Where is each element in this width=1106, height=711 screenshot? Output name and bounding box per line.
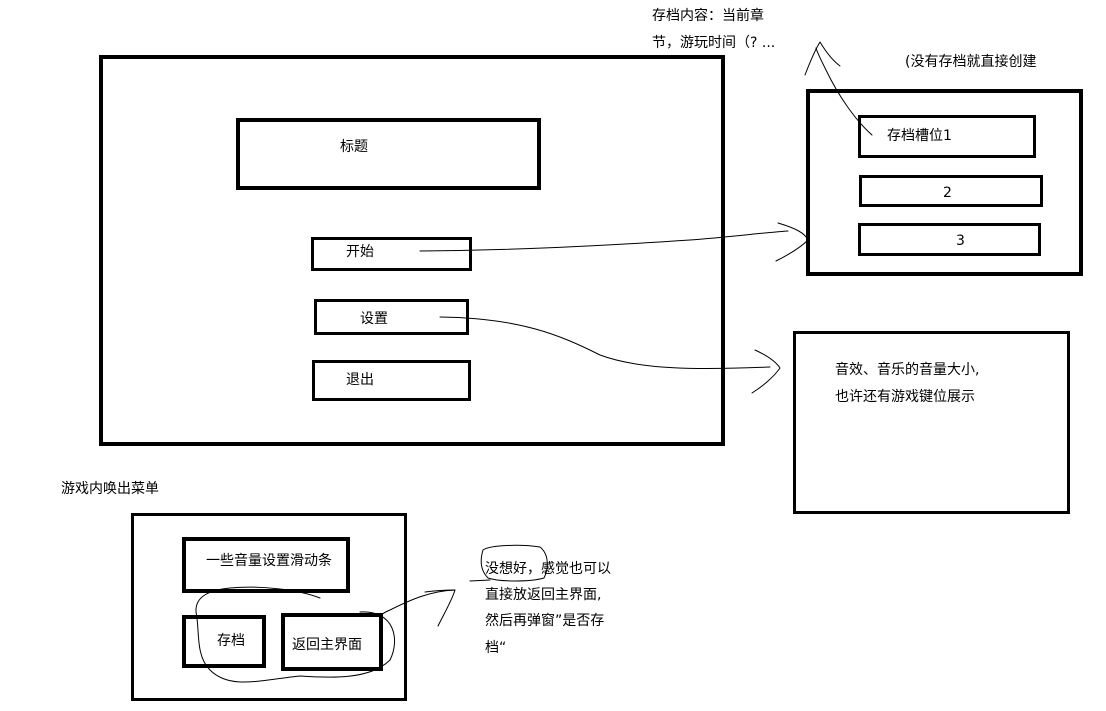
settings-panel [793,331,1070,514]
note-underline [469,579,491,582]
save-slot-1[interactable] [858,115,1036,158]
ingame-menu-heading: 游戏内唤出菜单 [61,481,159,497]
start-button[interactable] [311,237,472,271]
exit-button-label: 退出 [346,372,374,388]
settings-panel-line2: 也许还有游戏键位展示 [835,389,975,405]
save-content-note-line1: 存档内容：当前章 [652,8,764,24]
slot-note-arrowhead [804,41,841,76]
save-content-note-line2: 节，游玩时间（? ... [652,35,776,51]
ingame-save-button-label: 存档 [217,633,245,649]
back-to-main-button-label: 返回主界面 [292,637,362,653]
start-button-label: 开始 [346,244,374,260]
ingame-note-line3: 然后再弹窗”是否存 [485,613,605,629]
exit-button[interactable] [312,360,471,401]
settings-button[interactable] [314,299,469,335]
save-slot-3-label: 3 [956,233,965,249]
save-slot-3[interactable] [858,223,1041,256]
save-slots-panel [806,89,1083,276]
start-arrowhead [775,222,809,262]
save-slot-1-label: 存档槽位1 [887,128,952,144]
ingame-note-line2: 直接放返回主界面, [485,587,602,603]
volume-slider-label: 一些音量设置滑动条 [206,553,332,569]
title-label: 标题 [340,139,368,155]
save-slot-2[interactable] [859,175,1043,207]
ingame-note-line1: 没想好，感觉也可以 [485,561,611,577]
save-slot-2-label: 2 [943,185,952,201]
title-box [236,118,541,190]
ingame-note-line4: 档“ [485,640,507,656]
note-arrowhead [424,589,456,627]
settings-panel-line1: 音效、音乐的音量大小, [835,362,980,378]
settings-button-label: 设置 [360,311,388,327]
settings-arrowhead [751,349,781,394]
create-save-note: (没有存档就直接创建 [905,54,1037,70]
